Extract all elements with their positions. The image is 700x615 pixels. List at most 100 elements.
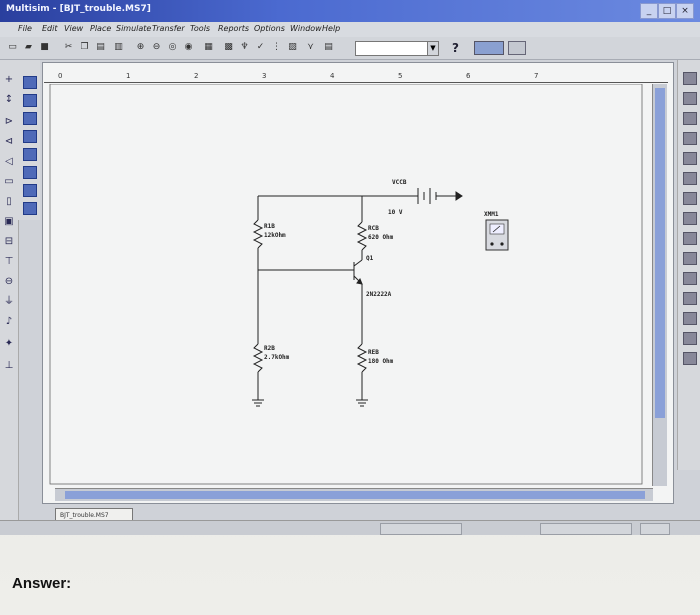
- oscilloscope-icon[interactable]: [683, 132, 697, 145]
- zoom-fit-icon[interactable]: ◉: [184, 42, 193, 52]
- bus-icon[interactable]: ⊥: [4, 360, 14, 371]
- ruler-mark: 0: [58, 72, 63, 80]
- meter-label: XMM1: [484, 211, 499, 218]
- rf-icon[interactable]: ⏚: [4, 296, 14, 307]
- menu-tools[interactable]: Tools: [190, 24, 211, 33]
- title-bar: Multisim - [BJT_trouble.MS7] _ □ ×: [0, 0, 700, 22]
- zoom-out-icon[interactable]: ⊖: [152, 42, 161, 52]
- resistor-r1: [252, 196, 264, 270]
- component-toolbar: [18, 60, 40, 220]
- analysis-icon[interactable]: ⋮: [272, 42, 281, 52]
- wire-icon[interactable]: ↕: [4, 94, 14, 105]
- frequency-counter-icon[interactable]: [683, 192, 697, 205]
- in-use-list-select[interactable]: ▼: [355, 41, 439, 56]
- menu-edit[interactable]: Edit: [42, 24, 58, 33]
- horizontal-scroll-thumb[interactable]: [65, 491, 645, 499]
- plus-icon[interactable]: +: [4, 74, 14, 85]
- bode-plotter-icon[interactable]: [683, 172, 697, 185]
- r2-name: R2B: [264, 345, 275, 352]
- gate-icon[interactable]: ◁: [5, 156, 13, 167]
- analog-icon[interactable]: [23, 148, 37, 161]
- r1-value: 12kOhm: [264, 232, 286, 239]
- electromechanical-icon[interactable]: ♪: [5, 316, 13, 327]
- menu-place[interactable]: Place: [90, 24, 112, 33]
- menu-file[interactable]: File: [18, 24, 32, 33]
- menu-simulate[interactable]: Simulate: [116, 24, 152, 33]
- cut-icon[interactable]: ✂: [64, 42, 73, 52]
- mcu-icon[interactable]: [23, 202, 37, 215]
- menu-help[interactable]: Help: [322, 24, 341, 33]
- status-bar: [0, 520, 700, 535]
- zoom-area-icon[interactable]: ◎: [168, 42, 177, 52]
- minimize-button[interactable]: _: [640, 3, 658, 19]
- list-icon[interactable]: ▤: [324, 42, 333, 52]
- wattmeter-icon[interactable]: [683, 112, 697, 125]
- transistor-q1: [353, 259, 363, 344]
- print-icon[interactable]: ▥: [114, 42, 123, 52]
- misc-icon[interactable]: ⊖: [4, 276, 14, 287]
- cmos-icon[interactable]: ▯: [6, 196, 12, 207]
- word-generator-icon[interactable]: [683, 212, 697, 225]
- diodes-icon[interactable]: [23, 112, 37, 125]
- diode-icon[interactable]: ⊳: [4, 116, 14, 127]
- menu-view[interactable]: View: [64, 24, 84, 33]
- multimeter-icon: [485, 219, 509, 251]
- transistors-icon[interactable]: [23, 130, 37, 143]
- top-ruler: 0 1 2 3 4 5 6 7: [44, 72, 668, 83]
- ttl-component-icon[interactable]: [23, 166, 37, 179]
- distortion-analyzer-icon[interactable]: [683, 292, 697, 305]
- postprocessor-icon[interactable]: ⋎: [307, 42, 314, 52]
- spectrum-analyzer-icon[interactable]: [683, 312, 697, 325]
- open-folder-icon[interactable]: ▰: [25, 42, 32, 52]
- pause-icon[interactable]: [508, 41, 526, 55]
- ttl-icon[interactable]: ▭: [4, 176, 14, 187]
- source-icon[interactable]: [23, 76, 37, 89]
- mixed-icon[interactable]: ⊟: [4, 236, 14, 247]
- main-toolbar: ▭ ▰ ■ ✂ ❐ ▤ ▥ ⊕ ⊖ ◎ ◉ ▦ ▩ ♆ ✓ ⋮ ▨ ⋎ ▤ ▼ …: [0, 37, 700, 60]
- maximize-button[interactable]: □: [658, 3, 676, 19]
- instruments-toolbar: [677, 60, 700, 470]
- wizard-icon[interactable]: ✓: [256, 42, 265, 52]
- logic-converter-icon[interactable]: [683, 252, 697, 265]
- four-channel-scope-icon[interactable]: [683, 152, 697, 165]
- network-analyzer-icon[interactable]: [683, 332, 697, 345]
- status-cell: [380, 523, 462, 535]
- vcc-value: 10 V: [388, 209, 403, 216]
- menu-transfer[interactable]: Transfer: [152, 24, 185, 33]
- logic-analyzer-icon[interactable]: [683, 232, 697, 245]
- simulate-switch-icon[interactable]: [474, 41, 504, 55]
- close-button[interactable]: ×: [676, 3, 694, 19]
- resistor-r2: [252, 270, 264, 400]
- misc-digital-icon[interactable]: ▣: [4, 216, 14, 227]
- cmos-component-icon[interactable]: [23, 184, 37, 197]
- hierarchical-block-icon[interactable]: ✦: [4, 338, 14, 349]
- database-icon[interactable]: ▩: [224, 42, 233, 52]
- spreadsheet-icon[interactable]: ▦: [204, 42, 213, 52]
- function-generator-icon[interactable]: [683, 92, 697, 105]
- status-cell: [540, 523, 632, 535]
- chevron-down-icon[interactable]: ▼: [427, 42, 438, 55]
- component-icon[interactable]: ♆: [240, 42, 249, 52]
- paste-icon[interactable]: ▤: [96, 42, 105, 52]
- ruler-mark: 1: [126, 72, 131, 80]
- menu-window[interactable]: Window: [290, 24, 322, 33]
- indicator-icon[interactable]: ⊤: [4, 256, 14, 267]
- r2-value: 2.7kOhm: [264, 354, 290, 361]
- grapher-icon[interactable]: ▨: [288, 42, 297, 52]
- menu-reports[interactable]: Reports: [218, 24, 250, 33]
- help-icon[interactable]: ?: [452, 41, 459, 55]
- agilent-instrument-icon[interactable]: [683, 352, 697, 365]
- save-icon[interactable]: ■: [40, 42, 49, 52]
- new-file-icon[interactable]: ▭: [8, 42, 17, 52]
- copy-icon[interactable]: ❐: [80, 42, 89, 52]
- multimeter-instrument-icon[interactable]: [683, 72, 697, 85]
- transistor-icon[interactable]: ⊲: [4, 136, 14, 147]
- vcc-source: [258, 188, 463, 204]
- zoom-in-icon[interactable]: ⊕: [136, 42, 145, 52]
- horizontal-scrollbar[interactable]: [55, 488, 653, 501]
- vertical-scroll-thumb[interactable]: [655, 88, 665, 418]
- basic-icon[interactable]: [23, 94, 37, 107]
- iv-analyzer-icon[interactable]: [683, 272, 697, 285]
- vertical-scrollbar[interactable]: [652, 84, 667, 486]
- menu-options[interactable]: Options: [254, 24, 285, 33]
